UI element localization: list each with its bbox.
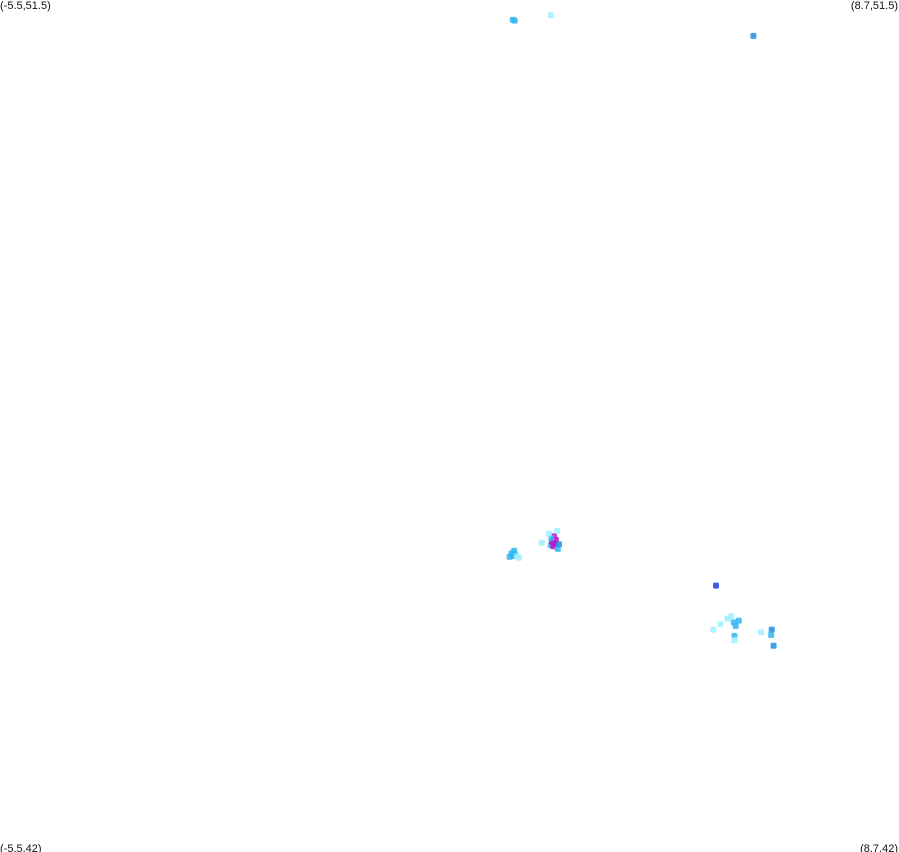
map-point [731, 637, 738, 644]
map-point [545, 530, 552, 537]
corner-label-bottom-right: (8.7,42) [860, 843, 898, 852]
map-point [768, 626, 775, 633]
map-point [728, 613, 735, 620]
map-point [554, 527, 561, 534]
map-point [750, 32, 757, 39]
map-point [516, 554, 523, 561]
corner-label-top-left: (-5.5,51.5) [0, 0, 51, 12]
map-point [511, 547, 518, 554]
map-point [770, 642, 777, 649]
map-point [547, 12, 554, 19]
map-point [506, 553, 513, 560]
map-point [710, 626, 717, 633]
map-point [511, 17, 518, 24]
map-point [538, 539, 545, 546]
corner-label-top-right: (8.7,51.5) [850, 0, 898, 12]
map-point [758, 629, 764, 636]
map-point [735, 617, 742, 624]
corner-label-bottom-left: (-5.5,42) [0, 843, 42, 852]
map-point [768, 632, 775, 638]
map-point [713, 582, 719, 589]
map-point [732, 623, 739, 629]
map-point [556, 541, 562, 548]
map-point [717, 621, 724, 628]
